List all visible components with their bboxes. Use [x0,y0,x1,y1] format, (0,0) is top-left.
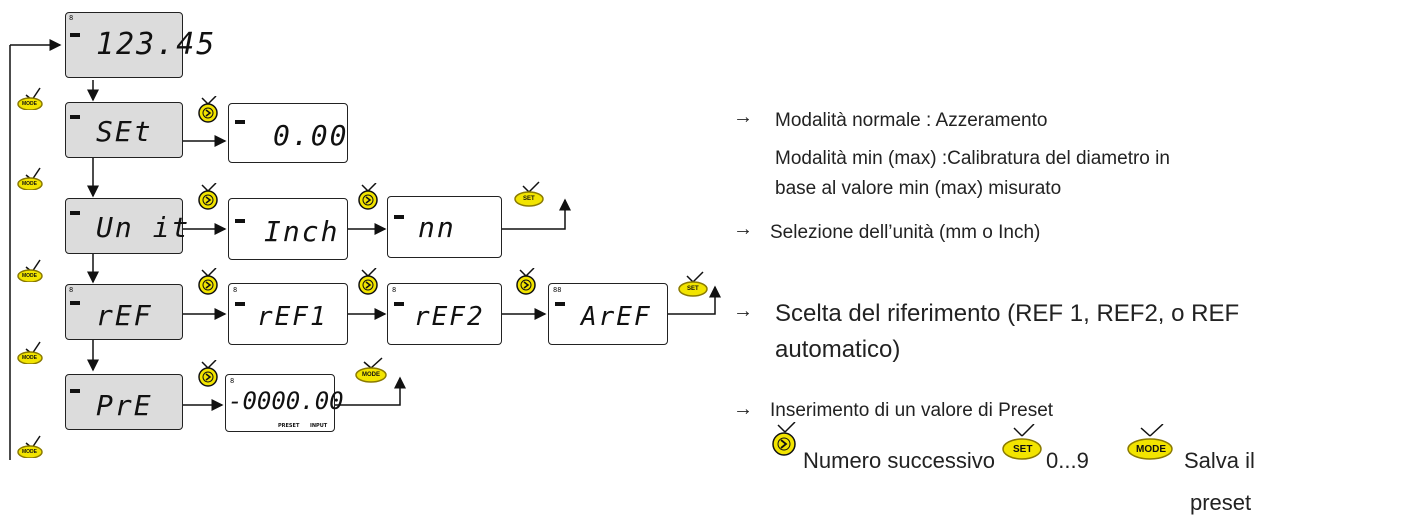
legend-mode-icon: MODE [1125,423,1175,460]
mode-button-5-label: MODE [22,449,37,455]
display-unit-inch: Inch [228,198,348,260]
mode-button-3-label: MODE [22,273,37,279]
desc-set-line2: Modalità min (max) :Calibratura del diam… [775,148,1170,169]
mode-button-pre[interactable]: MODE [354,356,388,384]
legend-digits: 0...9 [1046,448,1089,473]
desc-set-line3: base al valore min (max) misurato [775,178,1062,199]
display-ref2: 8 rEF2 [387,283,502,345]
next-button-set[interactable] [196,95,220,124]
display-pre-value: PrE [96,389,153,422]
arrow-pre: → [733,398,753,420]
display-unit: Un it [65,198,188,254]
mode-button-1-label: MODE [22,101,37,107]
legend-save-line2: preset [1190,490,1252,515]
display-ref2-value: rEF2 [414,302,485,332]
mode-button-2-label: MODE [22,181,37,187]
legend-set-icon-label: SET [1013,444,1033,455]
display-ref1-value: rEF1 [257,302,328,332]
display-set-zero-value: 0.00 [273,119,349,152]
set-button-unit[interactable]: SET [513,180,545,208]
next-button-ref-3[interactable] [514,267,538,296]
mode-button-2[interactable]: MODE [16,166,44,191]
next-button-unit-2[interactable] [356,182,380,211]
mode-button-pre-label: MODE [362,372,380,378]
display-ref: 8 rEF [65,284,183,340]
next-button-ref-2[interactable] [356,267,380,296]
legend-save-line1: Salva il [1184,448,1255,473]
legend-next-text: Numero successivo [803,448,995,473]
display-ref1: 8 rEF1 [228,283,348,345]
display-main-value: 123.45 [96,27,217,62]
display-set-zero: 0.00 [228,103,348,163]
display-set: SEt [65,102,183,158]
desc-set-line1: Modalità normale : Azzeramento [775,110,1048,131]
desc-ref-line2: automatico) [775,336,901,363]
desc-unit: Selezione dell’unità (mm o Inch) [770,222,1041,243]
arrow-unit: → [733,218,753,240]
display-unit-inch-value: Inch [264,215,340,248]
desc-pre: Inserimento di un valore di Preset [770,400,1054,421]
desc-ref-line1: Scelta del riferimento (REF 1, REF2, o R… [775,300,1240,327]
legend-next-icon [770,421,800,456]
set-button-ref[interactable]: SET [677,270,709,298]
display-main: 8 123.45 [65,12,214,78]
display-unit-mm: nn [387,196,502,258]
display-pre-input-value: -0000.00 [228,387,344,415]
display-unit-mm-value: nn [418,211,456,244]
display-pre: PrE [65,374,183,430]
legend-mode-icon-label: MODE [1136,444,1166,455]
arrow-set: → [733,106,753,128]
display-pre-label-input: INPUT [310,423,328,429]
mode-button-3[interactable]: MODE [16,258,44,283]
display-ref-value: rEF [96,299,153,332]
display-set-value: SEt [96,115,153,148]
legend-set-icon: SET [1000,423,1044,460]
display-unit-value: Un it [96,211,191,244]
mode-button-1[interactable]: MODE [16,86,44,111]
set-button-ref-label: SET [687,286,699,292]
mode-button-4-label: MODE [22,355,37,361]
next-button-ref-1[interactable] [196,267,220,296]
display-pre-input: 8 -0000.00 PRESET INPUT [225,374,344,432]
display-aref: 88 ArEF [548,283,668,345]
arrow-ref: → [733,300,753,322]
set-button-unit-label: SET [523,196,535,202]
display-pre-label-preset: PRESET [278,423,300,429]
display-aref-value: ArEF [581,302,652,332]
mode-button-4[interactable]: MODE [16,340,44,365]
next-button-pre[interactable] [196,359,220,388]
next-button-unit-1[interactable] [196,182,220,211]
mode-button-5[interactable]: MODE [16,434,44,459]
